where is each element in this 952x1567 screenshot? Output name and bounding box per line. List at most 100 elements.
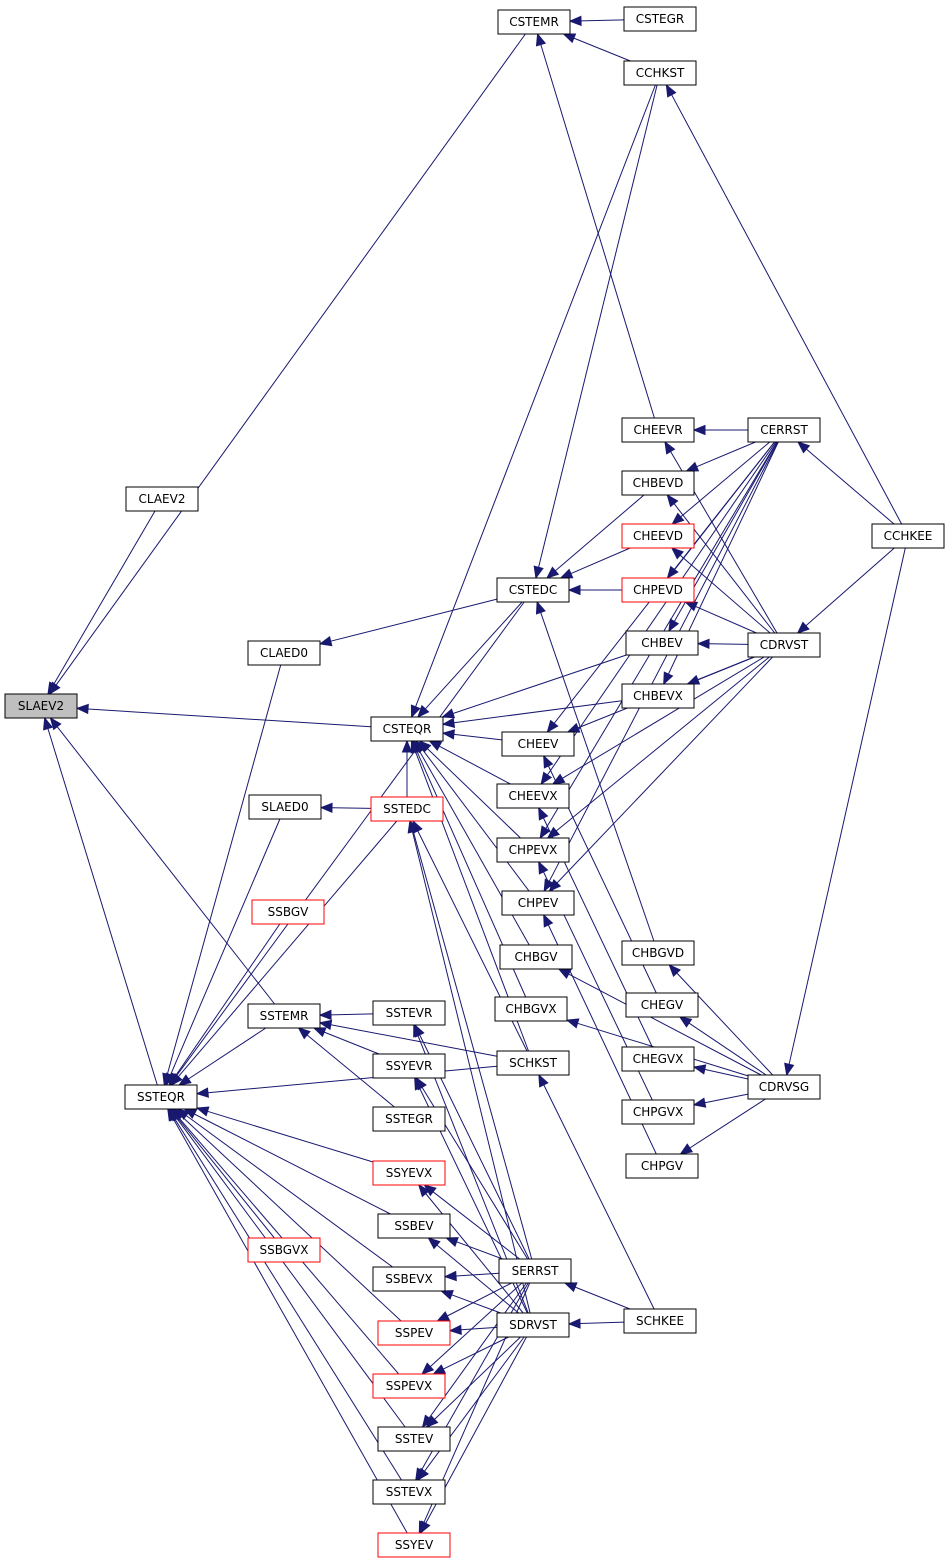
node-cheevx[interactable]: CHEEVX <box>496 783 570 809</box>
arrowhead <box>557 968 572 979</box>
node-cstedc[interactable]: CSTEDC <box>496 577 570 603</box>
edge-ssbgv-to-ssteqr <box>168 923 281 1087</box>
node-chpgv[interactable]: CHPGV <box>625 1153 699 1179</box>
node-label: SSBGVX <box>260 1243 309 1257</box>
edge-chbev-to-csteqr <box>441 654 627 719</box>
arrowhead <box>663 671 674 686</box>
edge-sspev-to-ssteqr <box>172 1108 402 1322</box>
node-chbevx[interactable]: CHBEVX <box>621 683 695 709</box>
node-ssteqr[interactable]: SSTEQR <box>124 1084 198 1110</box>
node-chbgvx[interactable]: CHBGVX <box>494 996 568 1022</box>
edge-line <box>330 598 498 642</box>
node-cheevd[interactable]: CHEEVD <box>621 523 695 549</box>
node-box <box>251 899 325 925</box>
node-ssyev[interactable]: SSYEV <box>377 1532 451 1558</box>
node-label: CSTEMR <box>509 15 559 29</box>
node-ssyevx[interactable]: SSYEVX <box>372 1160 446 1186</box>
node-chpevd[interactable]: CHPEVD <box>621 577 695 603</box>
edge-line <box>575 1286 631 1310</box>
node-box <box>496 1050 570 1076</box>
node-box <box>747 632 821 658</box>
node-sspev[interactable]: SSPEV <box>377 1320 451 1346</box>
edge-line <box>676 972 774 1076</box>
node-sstegr[interactable]: SSTEGR <box>372 1106 446 1132</box>
edge-line <box>580 19 625 22</box>
node-serrst[interactable]: SERRST <box>498 1258 572 1284</box>
node-sstev[interactable]: SSTEV <box>377 1426 451 1452</box>
node-csteqr[interactable]: CSTEQR <box>370 716 444 742</box>
node-cheev[interactable]: CHEEV <box>501 731 575 757</box>
node-ssbgvx[interactable]: SSBGVX <box>247 1237 321 1263</box>
edge-cchkee-to-cerrst <box>796 441 895 525</box>
node-label: SLAED0 <box>261 800 308 814</box>
node-sstevr[interactable]: SSTEVR <box>372 1000 446 1026</box>
node-label: CHEEV <box>518 737 560 751</box>
edge-ssbev-to-ssteqr <box>183 1108 391 1215</box>
node-chbev[interactable]: CHBEV <box>625 630 699 656</box>
node-box <box>370 716 444 742</box>
node-sstevx[interactable]: SSTEVX <box>372 1479 446 1505</box>
arrowhead <box>538 860 549 875</box>
node-schkst[interactable]: SCHKST <box>496 1050 570 1076</box>
node-cheevr[interactable]: CHEEVR <box>621 417 695 443</box>
node-claed0[interactable]: CLAED0 <box>247 640 321 666</box>
edge-line <box>188 1027 267 1080</box>
edge-cheevr-to-cstemr <box>535 32 655 419</box>
node-chegv[interactable]: CHEGV <box>625 992 699 1018</box>
node-chpgvx[interactable]: CHPGVX <box>621 1099 695 1125</box>
node-cchkst[interactable]: CCHKST <box>623 60 697 86</box>
node-box <box>747 417 821 443</box>
edge-line <box>185 1115 393 1268</box>
edge-line <box>306 1034 395 1108</box>
arrowhead <box>168 1072 181 1087</box>
node-ssyevr[interactable]: SSYEVR <box>372 1053 446 1079</box>
arrowhead <box>43 716 54 731</box>
node-cdrvst[interactable]: CDRVST <box>747 632 821 658</box>
node-sstedc[interactable]: SSTEDC <box>370 796 444 822</box>
arrowhead <box>784 1062 795 1077</box>
arrowhead <box>678 1016 693 1028</box>
node-cerrst[interactable]: CERRST <box>747 417 821 443</box>
arrowhead <box>414 1076 425 1091</box>
node-chbgv[interactable]: CHBGV <box>499 944 573 970</box>
node-schkee[interactable]: SCHKEE <box>623 1308 697 1334</box>
edge-line <box>427 748 521 839</box>
node-cdrvsg[interactable]: CDRVSG <box>747 1074 821 1100</box>
edge-sdrvst-to-ssbev <box>427 1237 519 1314</box>
node-cstemr[interactable]: CSTEMR <box>497 9 571 35</box>
node-ssbev[interactable]: SSBEV <box>377 1213 451 1239</box>
node-sdrvst[interactable]: SDRVST <box>496 1312 570 1338</box>
edge-line <box>412 831 531 1314</box>
node-chbevd[interactable]: CHBEVD <box>621 470 695 496</box>
node-label: SSYEVX <box>386 1166 433 1180</box>
edge-line <box>805 547 895 627</box>
node-chpevx[interactable]: CHPEVX <box>496 837 570 863</box>
arrowhead <box>417 704 430 718</box>
edge-line <box>170 818 281 1076</box>
node-label: SDRVST <box>509 1318 557 1332</box>
node-label: SSTEVR <box>386 1006 433 1020</box>
edge-serrst-to-sspevx <box>421 1282 523 1375</box>
edge-sstedc-to-csteqr <box>401 739 413 797</box>
node-ssbevx[interactable]: SSBEVX <box>372 1266 446 1292</box>
node-claev2[interactable]: CLAEV2 <box>125 486 199 512</box>
node-label: SSTEGR <box>385 1112 433 1126</box>
node-ssbgv[interactable]: SSBGV <box>251 899 325 925</box>
node-slaed0[interactable]: SLAED0 <box>248 794 322 820</box>
node-box <box>625 1153 699 1179</box>
node-slaev2[interactable]: SLAEV2 <box>4 693 78 719</box>
node-sspevx[interactable]: SSPEVX <box>372 1373 446 1399</box>
edge-cstedc-to-csteqr <box>417 601 523 718</box>
edge-serrst-to-ssbev <box>445 1237 503 1260</box>
node-chpev[interactable]: CHPEV <box>501 890 575 916</box>
node-chbgvd[interactable]: CHBGVD <box>621 940 695 966</box>
node-chegvx[interactable]: CHEGVX <box>621 1046 695 1072</box>
edge-line <box>453 700 623 724</box>
node-cchkee[interactable]: CCHKEE <box>871 523 945 549</box>
node-label: SSPEVX <box>386 1379 432 1393</box>
arrowhead <box>796 441 811 454</box>
node-cstegr[interactable]: CSTEGR <box>623 6 697 32</box>
edge-line <box>324 1031 380 1055</box>
node-sstemr[interactable]: SSTEMR <box>247 1003 321 1029</box>
arrowhead <box>448 1324 462 1336</box>
